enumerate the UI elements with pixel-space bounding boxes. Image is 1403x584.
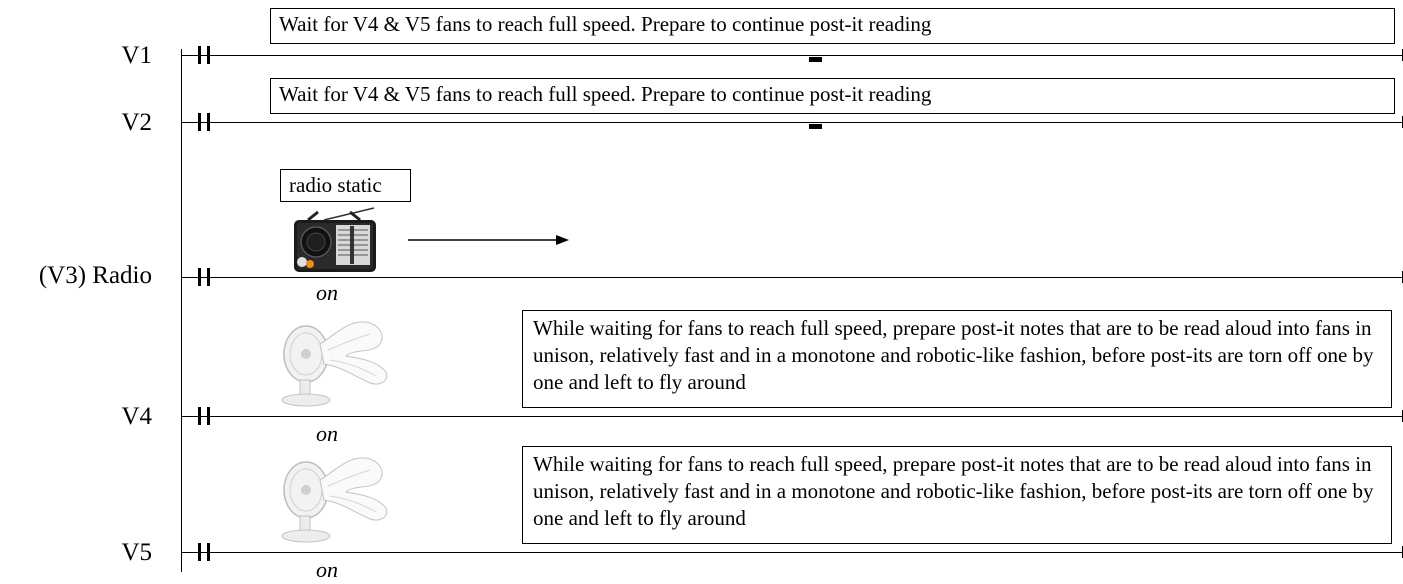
start-barline-v2: [207, 113, 210, 131]
instruction-box-v1: Wait for V4 & V5 fans to reach full spee…: [270, 8, 1395, 44]
instruction-box-v5: While waiting for fans to reach full spe…: [522, 446, 1392, 544]
instruction-box-v2: Wait for V4 & V5 fans to reach full spee…: [270, 78, 1395, 114]
staff-label-v1: V1: [121, 42, 152, 69]
staff-line-v5: [181, 552, 1403, 553]
staff-line-v2: [181, 122, 1403, 123]
staff-line-v1: [181, 55, 1403, 56]
instruction-box-v4: While waiting for fans to reach full spe…: [522, 310, 1392, 408]
fan-icon: [276, 314, 396, 408]
staff-label-radio: (V3) Radio: [38, 262, 152, 289]
radio-icon: [290, 206, 380, 274]
start-barline-v4: [198, 407, 201, 425]
system-bracket-line: [181, 49, 182, 572]
start-barline-radio: [198, 268, 201, 286]
start-barline-v2: [198, 113, 201, 131]
staff-label-v4: V4: [121, 403, 152, 430]
on-marking-v5: on: [316, 557, 338, 582]
staff-line-radio: [181, 277, 1403, 278]
staff-line-v4: [181, 416, 1403, 417]
start-barline-v5: [207, 543, 210, 561]
on-marking-radio: on: [316, 280, 338, 305]
start-barline-radio: [207, 268, 210, 286]
rest-mark-v1: [809, 57, 822, 62]
rest-mark-v2: [809, 124, 822, 129]
on-marking-v4: on: [316, 421, 338, 446]
staff-label-v2: V2: [121, 109, 152, 136]
start-barline-v1: [207, 46, 210, 64]
start-barline-v4: [207, 407, 210, 425]
arrow-right-icon: [408, 233, 570, 247]
start-barline-v5: [198, 543, 201, 561]
fan-icon: [276, 450, 396, 544]
staff-label-v5: V5: [121, 539, 152, 566]
radio-static-box: radio static: [280, 169, 411, 202]
start-barline-v1: [198, 46, 201, 64]
